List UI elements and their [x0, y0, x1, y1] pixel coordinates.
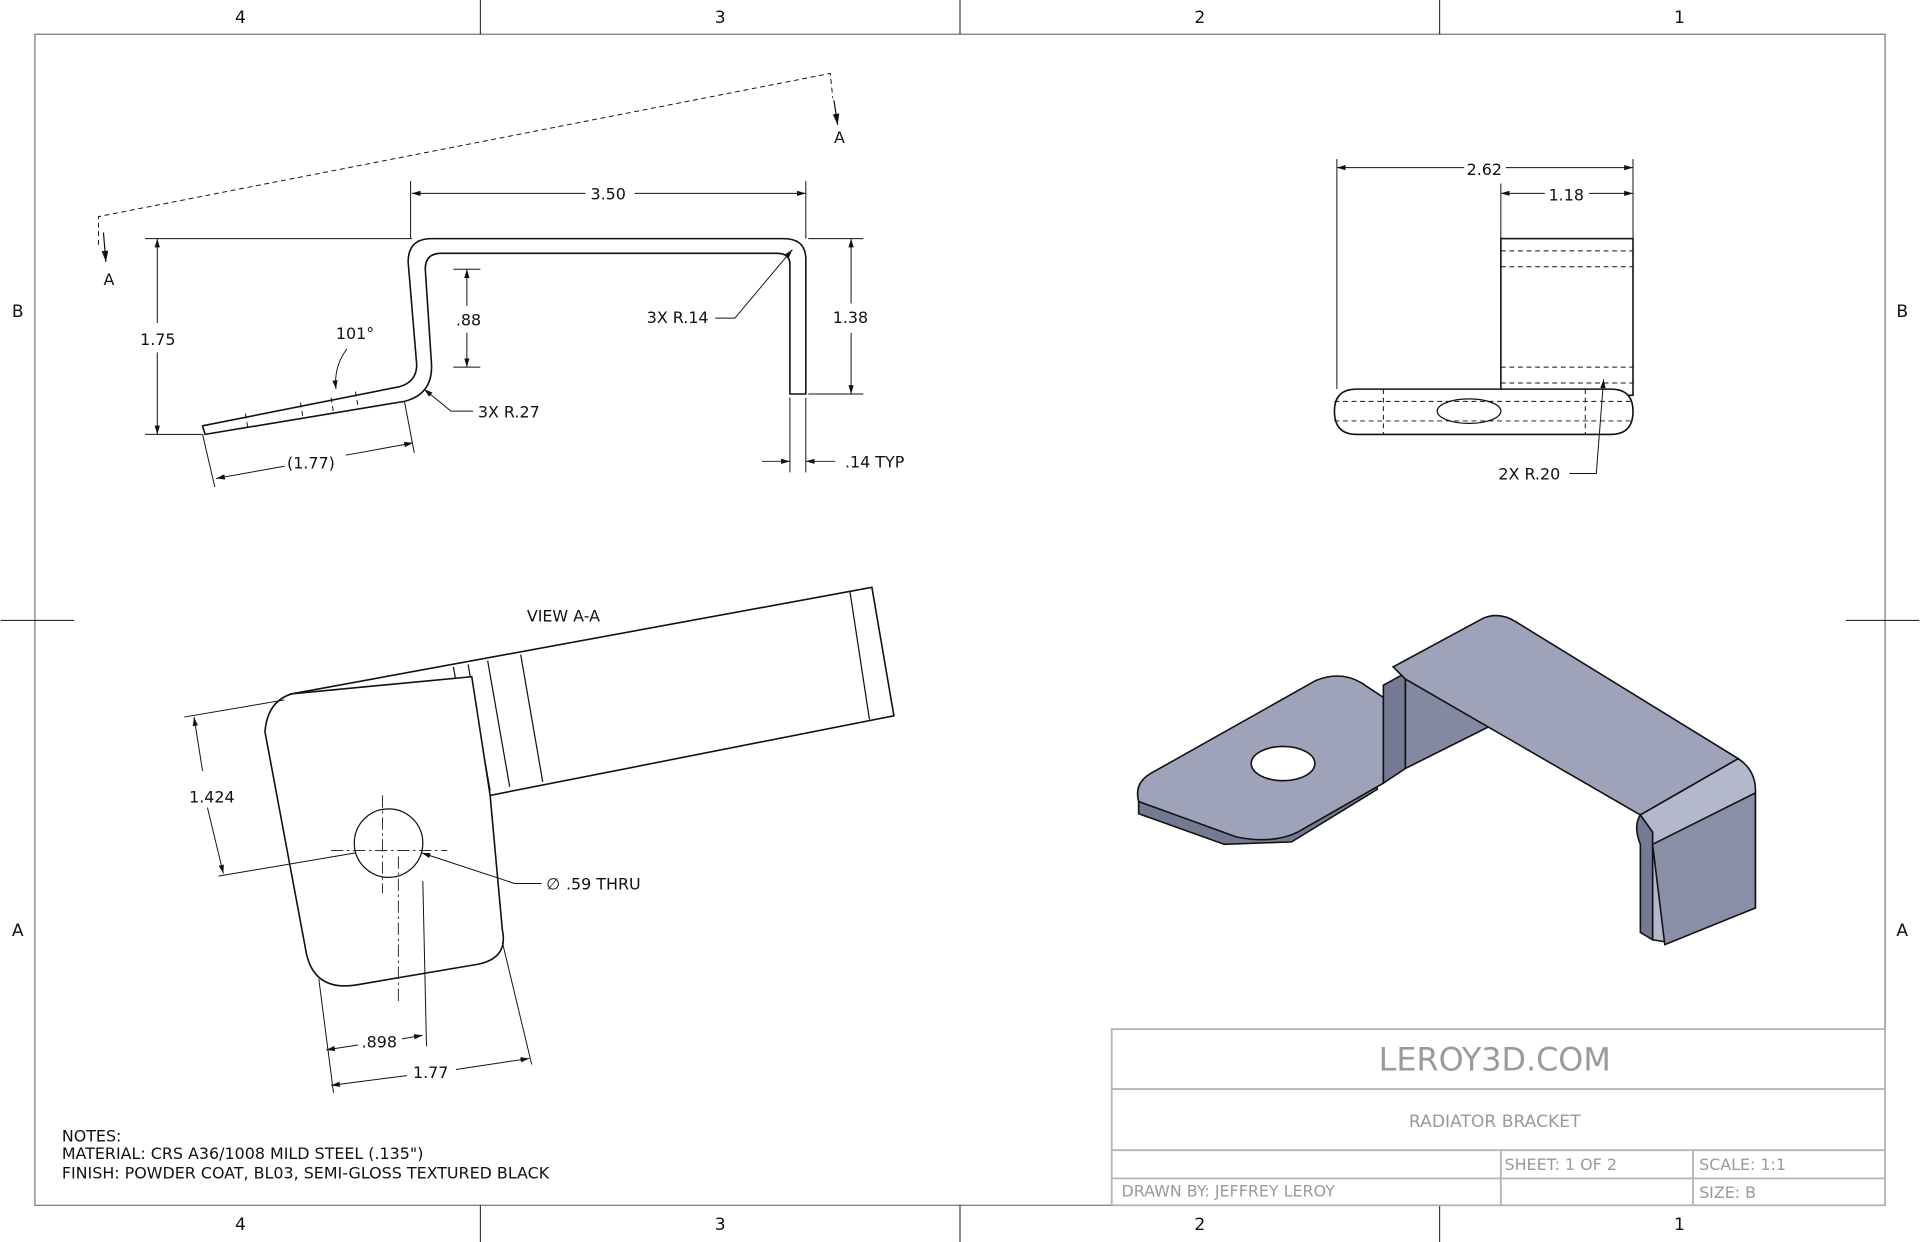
dim-height-total: 1.75	[140, 330, 175, 349]
notes-heading: NOTES:	[62, 1127, 122, 1146]
zone-col-3: 3	[715, 8, 726, 28]
zone-col-3-bottom: 3	[715, 1215, 726, 1235]
base-plate-outline	[1333, 388, 1634, 436]
top-view: 2.62 1.18 2X R.20	[1334, 159, 1633, 484]
dim-overall: 2.62	[1467, 160, 1502, 179]
title-block: LEROY3D.COM RADIATOR BRACKET SHEET: 1 OF…	[1110, 1028, 1886, 1207]
company-name: LEROY3D.COM	[1379, 1041, 1611, 1079]
dim-tab: 1.18	[1549, 186, 1584, 205]
section-label-left: A	[103, 270, 114, 289]
scale: SCALE: 1:1	[1699, 1155, 1786, 1174]
view-title: VIEW A-A	[527, 607, 600, 626]
notes-material: MATERIAL: CRS A36/1008 MILD STEEL (.135"…	[62, 1144, 424, 1163]
dim-radius-large: 3X R.27	[478, 402, 540, 421]
zone-col-4-bottom: 4	[235, 1215, 246, 1235]
zone-col-2: 2	[1194, 8, 1205, 28]
hole-outline	[1436, 398, 1502, 424]
dim-width-top: 3.50	[590, 184, 625, 203]
zone-row-b-right: B	[1896, 302, 1908, 322]
dim-hole-x: .898	[362, 1032, 397, 1051]
section-view: VIEW A-A 1.424 .898 1.77 ∅ .59 THRU	[184, 586, 895, 1092]
drawn-by: DRAWN BY: JEFFREY LEROY	[1122, 1182, 1336, 1201]
dim-radius: 2X R.20	[1498, 465, 1560, 484]
iso-hole	[1250, 745, 1316, 782]
zone-row-a-right: A	[1896, 921, 1908, 941]
notes-finish: FINISH: POWDER COAT, BL03, SEMI-GLOSS TE…	[62, 1163, 550, 1182]
dim-height-right: 1.38	[833, 308, 868, 327]
section-line-a-a	[98, 72, 834, 245]
dim-thickness: .14 TYP	[845, 452, 905, 471]
zone-col-4: 4	[235, 8, 246, 28]
dim-height-inner: .88	[456, 310, 481, 329]
diameter-symbol: ∅	[546, 875, 560, 894]
zone-col-1: 1	[1674, 8, 1685, 28]
zone-row-a: A	[12, 921, 24, 941]
sheet-size: SIZE: B	[1699, 1183, 1756, 1202]
isometric-view	[1136, 614, 1757, 946]
zone-col-1-bottom: 1	[1674, 1215, 1685, 1235]
dim-hole: .59 THRU	[566, 875, 641, 894]
dim-hole-offset: 1.424	[189, 788, 234, 807]
tab-outline	[1500, 237, 1634, 397]
zone-labels: 4 3 2 1 4 3 2 1 B A B A	[12, 8, 1908, 1235]
hole-circle	[353, 808, 424, 878]
dim-radius-small: 3X R.14	[647, 308, 709, 327]
zone-col-2-bottom: 2	[1194, 1215, 1205, 1235]
sheet-number: SHEET: 1 OF 2	[1505, 1155, 1617, 1174]
zone-row-b: B	[12, 302, 24, 322]
section-label-right: A	[834, 128, 845, 147]
tab-outline	[264, 675, 505, 987]
notes: NOTES: MATERIAL: CRS A36/1008 MILD STEEL…	[62, 1127, 550, 1183]
dim-flange-length: (1.77)	[287, 454, 335, 473]
bracket-profile	[201, 237, 807, 436]
dim-angle: 101°	[336, 324, 374, 343]
drawing-title: RADIATOR BRACKET	[1409, 1112, 1581, 1132]
front-view: A A 3.50 1.75 .88 1.38 101° 3X R.14 3X R…	[98, 72, 905, 487]
dim-width: 1.77	[413, 1063, 448, 1082]
